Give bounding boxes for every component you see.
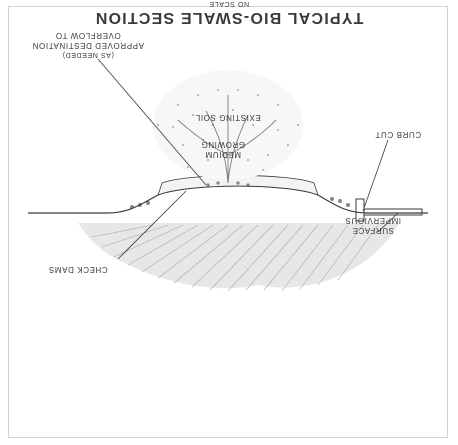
label-curb-cut: CURB CUT	[375, 130, 421, 139]
label-impervious-1: IMPERVIOUS	[345, 216, 401, 225]
label-growing-medium-2: MEDIUM	[205, 150, 241, 159]
figure-title: TYPICAL BIO-SWALE SECTION	[95, 9, 364, 26]
label-impervious-2: SURFACE	[352, 226, 394, 235]
label-overflow-line2: APPROVED DESTINATION	[32, 41, 144, 50]
leader-curb-cut	[363, 140, 388, 211]
label-overflow-line3: (AS NEEDED)	[62, 51, 114, 58]
label-overflow-line1: OVERFLOW TO	[55, 31, 120, 40]
root-mass	[153, 70, 303, 183]
label-existing-soil: EXISTING SOIL	[195, 113, 261, 122]
existing-soil-hatch	[78, 223, 398, 291]
label-check-dams: CHECK DAMS	[48, 265, 107, 274]
figure-scale-note: NO SCALE	[209, 0, 249, 7]
label-growing-medium-1: GROWING	[201, 140, 245, 149]
